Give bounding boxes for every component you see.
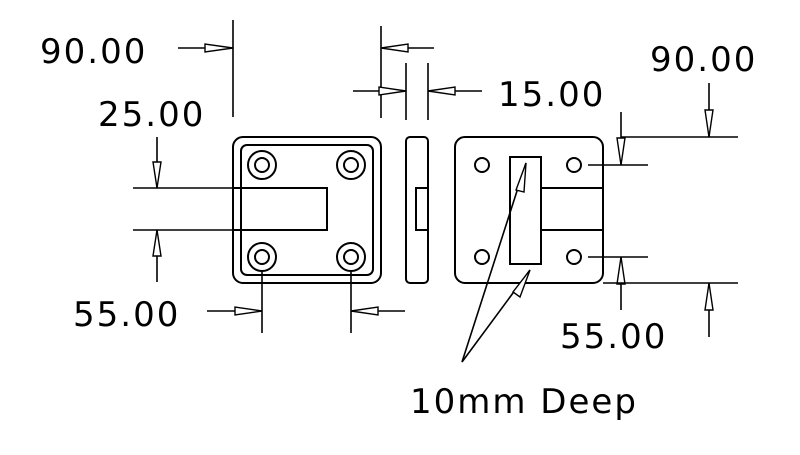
side-slot — [415, 187, 429, 231]
front-bolt-top-right — [336, 150, 366, 180]
rear-slot-horizontal — [540, 187, 604, 231]
leader-slot-depth: 10mm Deep — [410, 162, 638, 422]
label-height-top-right: 90.00 — [650, 40, 757, 80]
dimension-width-top-left: 90.00 — [40, 20, 234, 117]
side-view — [405, 136, 429, 284]
label-slot-depth: 10mm Deep — [410, 382, 638, 422]
rear-hole-bottom-right — [566, 249, 582, 265]
front-bolt-bottom-right — [336, 242, 366, 272]
label-hole-spacing-rear: 55.00 — [560, 317, 667, 357]
rear-view — [454, 136, 604, 284]
dimension-side-thickness: 15.00 — [353, 26, 605, 120]
label-side-thickness: 15.00 — [498, 75, 605, 115]
label-width-top-left: 90.00 — [40, 32, 147, 72]
front-view — [232, 136, 382, 284]
label-slot-offset: 25.00 — [98, 95, 205, 135]
front-bolt-bottom-left — [247, 242, 277, 272]
rear-hole-top-right — [566, 157, 582, 173]
dimension-slot-offset: 25.00 — [98, 95, 233, 282]
label-bolt-spacing-front: 55.00 — [73, 295, 180, 335]
front-bolt-top-left — [247, 150, 277, 180]
front-slot — [232, 187, 328, 231]
dimension-height-top-right: 90.00 — [621, 40, 757, 138]
rear-hole-top-left — [474, 157, 490, 173]
dimension-bolt-spacing-front: 55.00 — [73, 272, 405, 335]
rear-hole-bottom-left — [474, 249, 490, 265]
front-inner-plate — [240, 144, 374, 276]
dimension-hole-spacing-rear: 55.00 — [560, 112, 738, 357]
